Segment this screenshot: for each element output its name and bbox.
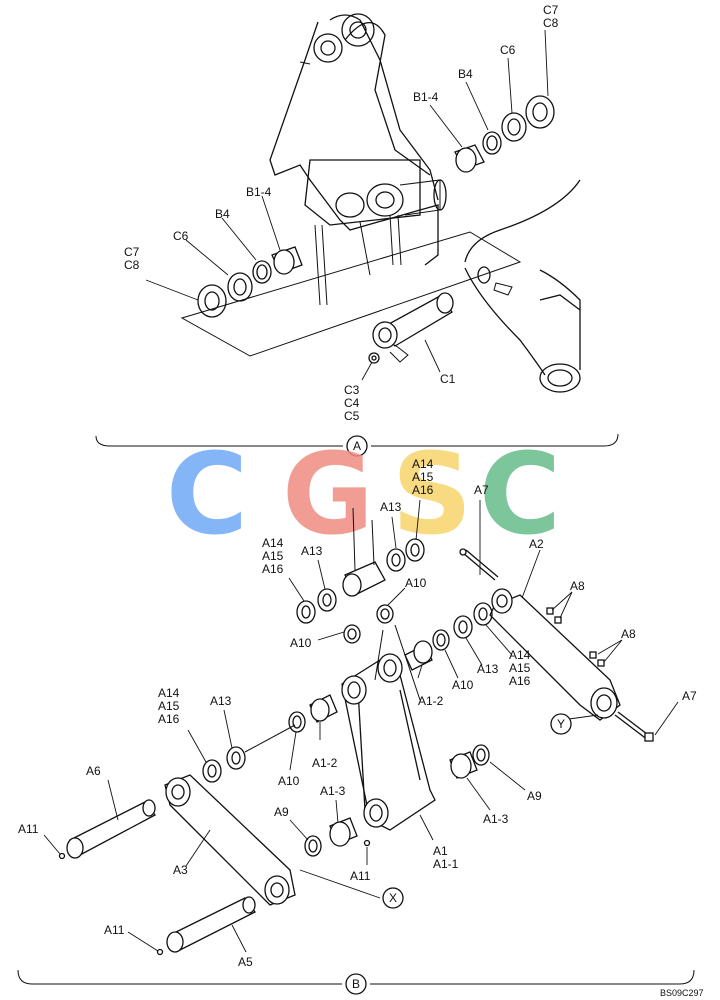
section-a-bracket: A bbox=[95, 433, 619, 457]
label-c7: C7 bbox=[543, 3, 559, 17]
label-a1: A1 bbox=[433, 844, 448, 858]
label-a14-lower: A14 bbox=[158, 686, 180, 700]
label-a1-2-right: A1-2 bbox=[418, 694, 444, 708]
section-a-callout: A bbox=[353, 439, 361, 453]
label-a8-2: A8 bbox=[621, 627, 636, 641]
label-b4: B4 bbox=[458, 67, 473, 81]
watermark-letter: C bbox=[166, 430, 248, 560]
label-a7-right: A7 bbox=[682, 689, 697, 703]
label-a13-right: A13 bbox=[477, 662, 499, 676]
label-a1-2-lower: A1-2 bbox=[312, 756, 338, 770]
label-c4: C4 bbox=[344, 396, 360, 410]
watermark-letter: G bbox=[282, 430, 374, 560]
watermark-letter: S bbox=[392, 430, 473, 560]
section-b-leaders bbox=[43, 499, 679, 953]
label-a16-right: A16 bbox=[509, 674, 531, 688]
label-c6-left: C6 bbox=[173, 229, 189, 243]
label-a1-3-left: A1-3 bbox=[320, 784, 346, 798]
label-a15-left: A15 bbox=[262, 549, 284, 563]
label-a9-left: A9 bbox=[274, 805, 289, 819]
section-b-labels: A14 A15 A16 A13 A7 A2 A8 A8 A14 A15 A16 … bbox=[18, 457, 697, 969]
label-c6: C6 bbox=[500, 43, 516, 57]
label-c7-left: C7 bbox=[124, 245, 140, 259]
label-a10-right: A10 bbox=[452, 678, 474, 692]
label-b4-left: B4 bbox=[215, 207, 230, 221]
label-c1: C1 bbox=[440, 372, 456, 386]
label-a9-right: A9 bbox=[527, 789, 542, 803]
label-a10-lower: A10 bbox=[278, 774, 300, 788]
label-a11-mid: A11 bbox=[350, 869, 371, 883]
watermark-letter: C bbox=[479, 430, 561, 560]
label-c8-left: C8 bbox=[124, 258, 140, 272]
label-a1-1: A1-1 bbox=[433, 857, 459, 871]
label-c5: C5 bbox=[344, 409, 360, 423]
label-a15-lower: A15 bbox=[158, 699, 180, 713]
drawing-code: BS09C297 bbox=[660, 988, 704, 998]
svg-text:Y: Y bbox=[557, 717, 565, 731]
label-a11-bottom: A11 bbox=[104, 923, 125, 937]
label-a14-right: A14 bbox=[509, 648, 531, 662]
label-a13-lower: A13 bbox=[210, 694, 232, 708]
section-b-callout: B bbox=[352, 977, 360, 991]
section-a-labels: C7 C8 C6 B4 B1-4 B1-4 B4 C6 C7 C8 C3 C4 … bbox=[124, 3, 559, 423]
label-a13-top: A13 bbox=[380, 500, 402, 514]
label-c3: C3 bbox=[344, 383, 360, 397]
svg-text:X: X bbox=[389, 891, 397, 905]
label-a15-top: A15 bbox=[412, 470, 434, 484]
label-a6: A6 bbox=[86, 764, 101, 778]
label-b1-4: B1-4 bbox=[413, 90, 439, 104]
label-a15-right: A15 bbox=[509, 661, 531, 675]
label-a16-top: A16 bbox=[412, 483, 434, 497]
label-a14-left: A14 bbox=[262, 536, 284, 550]
section-b-assembly bbox=[58, 507, 654, 956]
ref-x: X bbox=[382, 887, 404, 909]
label-a13-left: A13 bbox=[301, 544, 323, 558]
label-a10-left: A10 bbox=[290, 636, 312, 650]
label-a3: A3 bbox=[173, 863, 188, 877]
label-a7-top: A7 bbox=[474, 483, 489, 497]
ref-y: Y bbox=[550, 713, 572, 735]
label-a2: A2 bbox=[529, 537, 544, 551]
label-a14-top: A14 bbox=[412, 457, 434, 471]
label-a8-1: A8 bbox=[570, 579, 585, 593]
section-b-bracket: B bbox=[17, 969, 695, 995]
label-a11-left: A11 bbox=[18, 822, 39, 836]
label-a1-3-right: A1-3 bbox=[483, 812, 509, 826]
section-a-assembly bbox=[180, 13, 581, 393]
label-b1-4-left: B1-4 bbox=[246, 185, 272, 199]
label-c8: C8 bbox=[543, 16, 559, 30]
label-a5: A5 bbox=[238, 955, 253, 969]
label-a10-mid: A10 bbox=[405, 576, 427, 590]
section-a-leaders bbox=[145, 29, 549, 381]
label-a16-lower: A16 bbox=[158, 712, 180, 726]
label-a16-left: A16 bbox=[262, 562, 284, 576]
